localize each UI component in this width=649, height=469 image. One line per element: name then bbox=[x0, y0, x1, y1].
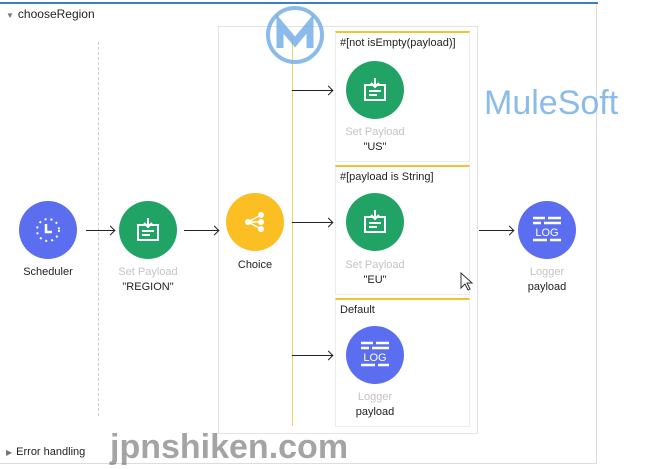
choice-node[interactable] bbox=[226, 193, 284, 251]
set-payload-icon bbox=[364, 210, 386, 233]
logger-icon: LOG bbox=[533, 216, 561, 242]
set-payload-us-node[interactable] bbox=[346, 61, 404, 119]
logger-value: payload bbox=[527, 281, 567, 293]
source-divider bbox=[98, 42, 99, 416]
set-payload-icon bbox=[137, 218, 159, 241]
clock-icon bbox=[36, 218, 60, 242]
logger-type: Logger bbox=[529, 266, 565, 278]
arrow bbox=[479, 230, 513, 231]
set-payload-eu-type: Set Payload bbox=[345, 259, 405, 271]
arrow bbox=[292, 355, 332, 356]
flow-header[interactable]: ▼chooseRegion bbox=[6, 7, 95, 21]
scheduler-node[interactable] bbox=[19, 201, 77, 259]
set-payload-us-value: "US" bbox=[363, 141, 387, 153]
choice-branch-icon bbox=[245, 212, 264, 232]
collapse-triangle-icon[interactable]: ▼ bbox=[6, 11, 14, 20]
set-payload-eu-value: "EU" bbox=[363, 274, 387, 286]
scheduler-label: Scheduler bbox=[23, 266, 73, 278]
canvas-top-border bbox=[0, 2, 598, 4]
choice-route-line bbox=[292, 38, 293, 426]
logger-node[interactable]: LOG bbox=[518, 201, 576, 259]
set-payload-region-type: Set Payload bbox=[118, 266, 178, 278]
branch-condition: #[payload is String] bbox=[340, 171, 434, 183]
arrow bbox=[292, 90, 332, 91]
branch-when-string[interactable]: #[payload is String] bbox=[335, 165, 470, 295]
mouse-cursor-icon bbox=[460, 272, 474, 291]
set-payload-us-type: Set Payload bbox=[345, 126, 405, 138]
expand-triangle-icon[interactable]: ▶ bbox=[6, 448, 13, 457]
flow-title: chooseRegion bbox=[17, 7, 95, 21]
flow-container bbox=[0, 4, 597, 464]
set-payload-eu-node[interactable] bbox=[346, 193, 404, 251]
svg-text:LOG: LOG bbox=[363, 352, 386, 364]
logger-default-value: payload bbox=[355, 406, 395, 418]
set-payload-region-value: "REGION" bbox=[122, 281, 174, 293]
branch-default[interactable]: Default bbox=[335, 298, 470, 427]
mulesoft-logo-icon bbox=[266, 6, 324, 64]
branch-condition: #[not isEmpty(payload)] bbox=[340, 37, 456, 49]
branch-when-not-empty[interactable]: #[not isEmpty(payload)] bbox=[335, 31, 470, 162]
logger-default-type: Logger bbox=[357, 391, 393, 403]
set-payload-icon bbox=[364, 78, 386, 101]
logger-icon: LOG bbox=[361, 341, 389, 367]
set-payload-region-node[interactable] bbox=[119, 201, 177, 259]
branch-condition: Default bbox=[340, 304, 375, 316]
arrow bbox=[184, 230, 218, 231]
logger-default-node[interactable]: LOG bbox=[346, 326, 404, 384]
choice-label: Choice bbox=[237, 259, 273, 271]
error-handling-label: Error handling bbox=[16, 446, 86, 458]
watermark-brand: MuleSoft bbox=[484, 84, 619, 122]
svg-text:LOG: LOG bbox=[535, 227, 558, 239]
arrow bbox=[86, 230, 114, 231]
error-handling-section[interactable]: ▶Error handling bbox=[6, 446, 85, 458]
arrow bbox=[292, 222, 332, 223]
